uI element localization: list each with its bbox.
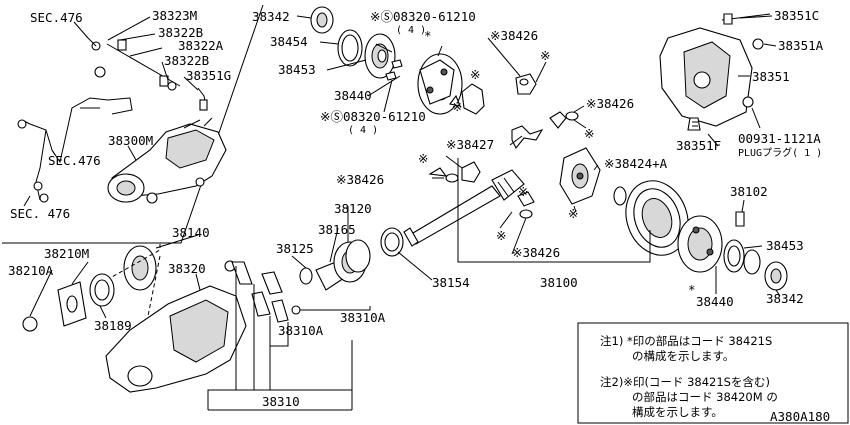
label-38154: 38154 [432,275,470,290]
pinion-front-parts [310,6,463,115]
pinion-rear-bearing-parts [299,239,371,291]
label-38210a: 38210A [8,263,54,278]
label-38125: 38125 [276,241,314,256]
label-sec476-top: SEC.476 [30,10,83,25]
ring-gear [625,180,689,256]
label-38440-bot: 38440 [696,294,734,309]
label-38454: 38454 [270,34,308,49]
drive-pinion-gear [380,169,535,257]
label-38189: 38189 [94,318,132,333]
rear-axle-assembly-drawing [107,117,227,204]
breather-hose-assembly [17,37,208,203]
label-sec476-mid: SEC.476 [48,153,101,168]
label-38322a: 38322A [178,38,224,53]
label-38424a: ※38424+A [604,156,668,171]
note-2-line-2: の部品はコード 38420M の [632,390,778,404]
label-kome-c: ※ [452,99,462,114]
part-labels: SEC.476 38323M 38322B 38322A 38322B 3835… [8,8,824,409]
figure-code: A380A180 [770,409,830,424]
diff-cover-drawing [659,13,771,131]
label-38351a: 38351A [778,38,824,53]
label-kome-e: ※ [418,151,428,166]
label-38426-d: ※38426 [512,245,560,260]
label-38210m: 38210M [44,246,89,261]
label-38310: 38310 [262,394,300,409]
label-38453-bot: 38453 [766,238,804,253]
note-1-line-1: 注1) *印の部品はコード 38421S [600,334,772,348]
leader-lines [23,15,781,411]
label-38310a-b: 38310A [278,323,324,338]
label-38140: 38140 [172,225,210,240]
label-38310a-a: 38310A [340,310,386,325]
label-qty-top: ( 4 ) [396,25,426,36]
label-kome-g: ※ [518,184,528,199]
gear-carrier-drawing [105,260,301,393]
label-plug-name: PLUGプラグ( 1 ) [738,146,822,159]
label-38120: 38120 [334,201,372,216]
label-kome-f: ※ [568,206,578,221]
label-38427: ※38427 [446,137,494,152]
label-asterisk-top: * [424,28,432,43]
label-38351: 38351 [752,69,790,84]
label-38323m: 38323M [152,8,197,23]
side-bearing-stack [677,211,788,291]
label-kome-b: ※ [470,67,480,82]
label-38351c: 38351C [774,8,819,23]
label-kome-a: ※ [540,48,550,63]
label-38426-c: ※38426 [336,172,384,187]
note-1-line-2: の構成を示します。 [632,349,734,363]
label-38300m: 38300M [108,133,153,148]
label-38351g: 38351G [186,68,231,83]
label-38351f: 38351F [676,138,721,153]
label-38322b-a: 38322B [158,25,203,40]
differential-gears [428,73,579,183]
notes-box: 注1) *印の部品はコード 38421S の構成を示します。 注2)※印(コード… [600,334,778,419]
note-2-line-3: 構成を示します。 [632,405,723,419]
label-38322b-b: 38322B [164,53,209,68]
label-plug-code: 00931-1121A [738,131,821,146]
label-kome-d: ※ [584,126,594,141]
label-38440-top: 38440 [334,88,372,103]
label-asterisk-bot: * [688,282,696,297]
differential-case-parts [559,147,627,206]
label-38426-b: ※38426 [586,96,634,111]
label-38320: 38320 [168,261,206,276]
label-38453-top: 38453 [278,62,316,77]
note-2-line-1: 注2)※印(コード 38421Sを含む) [600,375,770,389]
label-qty-bot: ( 4 ) [348,125,378,136]
label-38100: 38100 [540,275,578,290]
companion-flange-parts [22,244,161,332]
label-38342-top: 38342 [252,9,290,24]
label-38102: 38102 [730,184,768,199]
label-bolt-bot: ※Ⓢ08320-61210 [320,109,426,124]
frame-lines [2,4,849,424]
label-sec476-bot: SEC. 476 [10,206,70,221]
label-bolt-top: ※Ⓢ08320-61210 [370,9,476,24]
label-38165: 38165 [318,222,356,237]
label-38342-bot: 38342 [766,291,804,306]
label-38426-a: ※38426 [490,28,538,43]
label-kome-h: ※ [496,228,506,243]
